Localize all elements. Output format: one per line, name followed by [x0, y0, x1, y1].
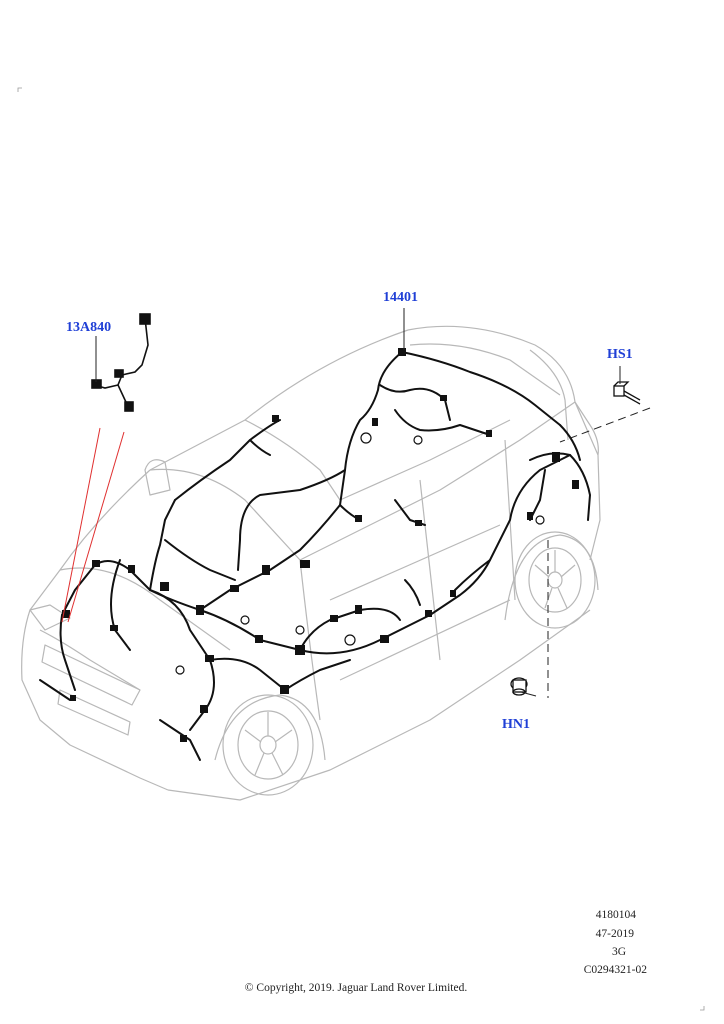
drawing-number: 4180104 — [595, 909, 636, 921]
sensor-part-13A840 — [91, 313, 151, 412]
nut-part-HN1 — [510, 677, 528, 696]
callout-HS1[interactable]: HS1 — [607, 347, 633, 362]
drawing-date: 47-2019 — [595, 928, 634, 940]
copyright-notice: © Copyright, 2019. Jaguar Land Rover Lim… — [244, 982, 468, 994]
screw-part-HS1 — [613, 381, 641, 405]
front-wheel — [222, 694, 314, 796]
callout-13A840[interactable]: 13A840 — [66, 320, 112, 335]
corner-marks — [17, 87, 705, 1011]
leader-lines — [95, 308, 621, 697]
main-wiring-harness — [39, 351, 591, 761]
drawing-code: 3G — [611, 946, 626, 958]
dashed-installation-lines — [547, 407, 651, 698]
callout-HN1[interactable]: HN1 — [502, 717, 530, 732]
callout-14401[interactable]: 14401 — [383, 290, 418, 305]
drawing-reference: C0294321-02 — [583, 964, 647, 976]
red-leader-lines — [61, 427, 125, 623]
harness-clips — [175, 432, 545, 675]
rear-wheel — [514, 531, 596, 629]
harness-connectors — [62, 348, 579, 742]
